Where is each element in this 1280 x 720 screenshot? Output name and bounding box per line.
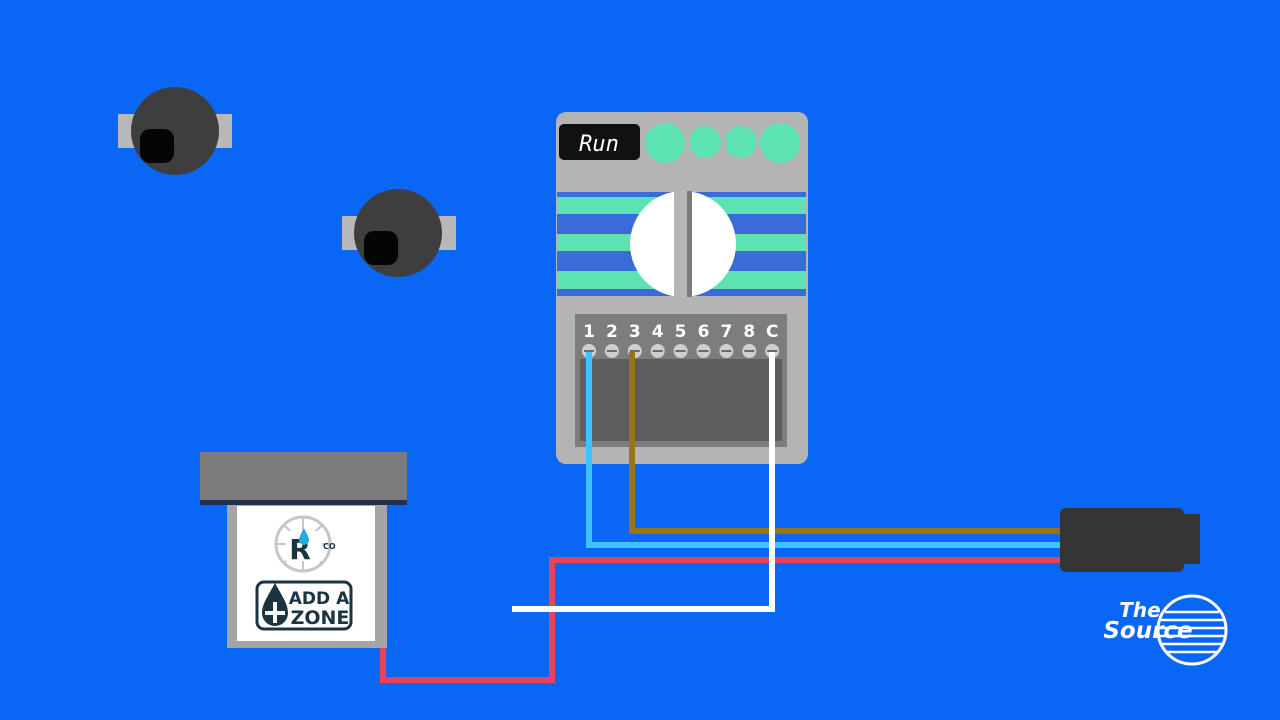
terminal-screw-4[interactable] <box>650 344 665 358</box>
logo-line-2: Source <box>1103 618 1192 644</box>
terminal-screw-8[interactable] <box>742 344 757 358</box>
terminal-label-1: 1 <box>583 322 595 342</box>
terminal-label-5: 5 <box>675 322 687 342</box>
terminal-screw-c[interactable] <box>765 344 780 358</box>
terminal-label-8: 8 <box>743 322 755 342</box>
badge-line-1: ADD A <box>289 589 350 609</box>
sprinkler-head-2 <box>342 189 456 277</box>
wire-connector <box>1060 508 1200 572</box>
brand-logo: R CO <box>274 515 336 573</box>
terminal-label-3: 3 <box>629 322 641 342</box>
logo-line-1: The <box>1119 598 1160 622</box>
terminal-screw-1[interactable] <box>582 344 596 358</box>
terminal-screw-7[interactable] <box>719 344 734 358</box>
control-button-4[interactable] <box>760 123 800 163</box>
brand-suffix: CO <box>323 542 336 551</box>
badge-line-2: ZONE <box>291 607 350 629</box>
terminal-label-6: 6 <box>698 322 710 342</box>
add-a-zone-badge: ADD A ZONE <box>255 580 353 631</box>
control-button-3[interactable] <box>725 126 757 158</box>
water-drop-icon <box>299 528 309 545</box>
wire-blue <box>586 352 1060 548</box>
control-button-1[interactable] <box>645 123 685 163</box>
terminal-label-7: 7 <box>720 322 732 342</box>
terminal-screw-6[interactable] <box>696 344 711 358</box>
terminal-screw-2[interactable] <box>604 344 619 358</box>
selector-dial[interactable] <box>630 191 736 297</box>
the-source-logo: The Source <box>1103 594 1228 666</box>
terminal-label-4: 4 <box>652 322 664 342</box>
display-screen: Run <box>559 124 640 160</box>
control-button-2[interactable] <box>689 126 721 158</box>
terminal-label-2: 2 <box>606 322 618 342</box>
terminal-screw-5[interactable] <box>673 344 688 358</box>
add-a-zone-module: R CO ADD A ZONE <box>200 452 407 648</box>
display-text: Run <box>579 132 619 157</box>
wire-brown <box>629 352 1060 534</box>
terminal-label-c: C <box>766 322 778 342</box>
sprinkler-head-1 <box>118 87 232 175</box>
wire-white <box>512 352 775 612</box>
